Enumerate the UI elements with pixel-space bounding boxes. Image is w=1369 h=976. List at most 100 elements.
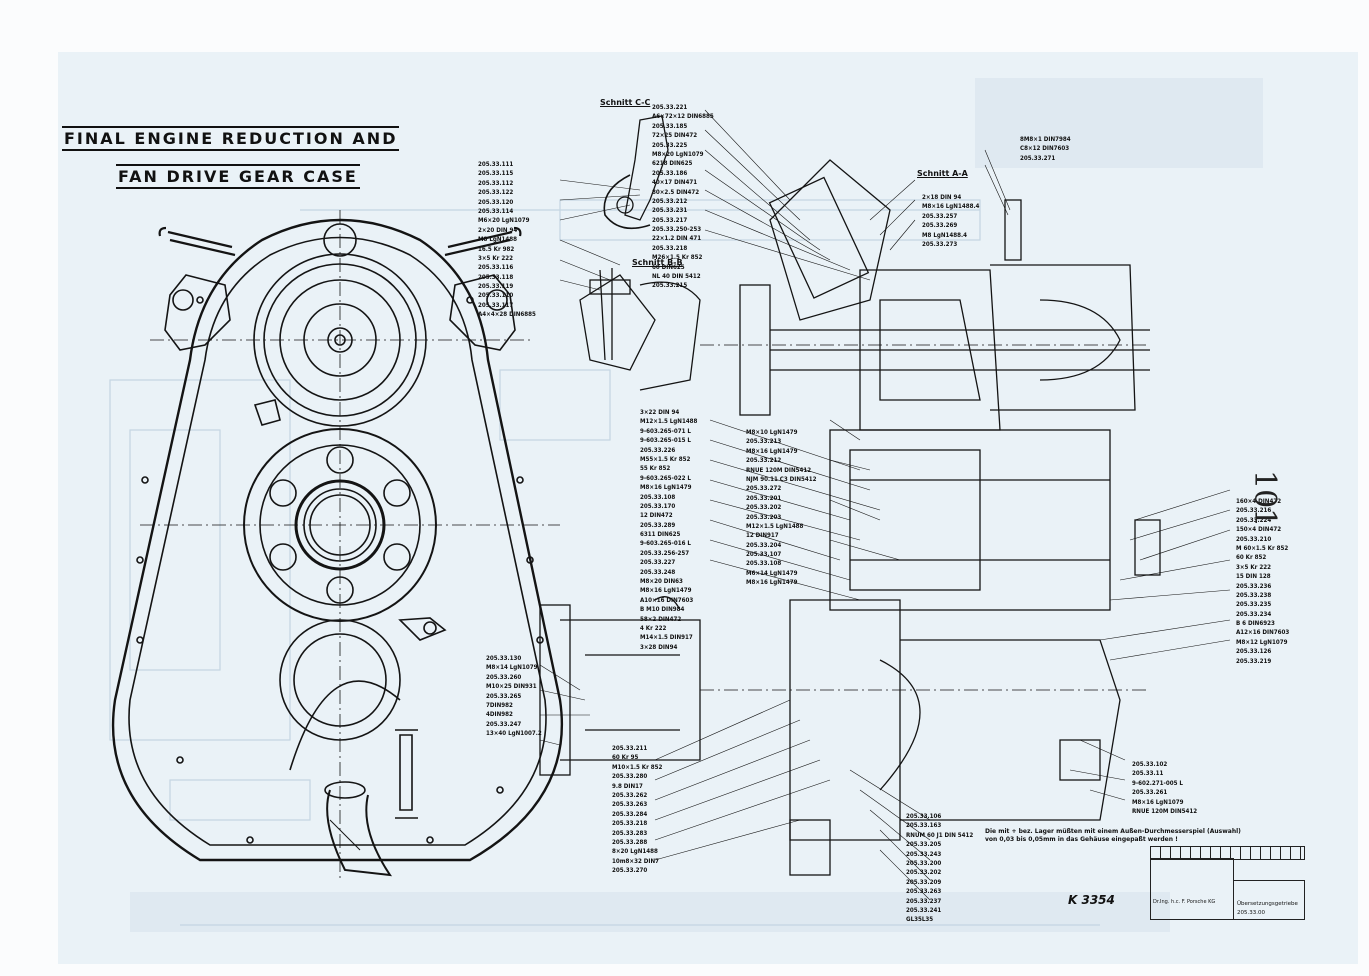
part-label: 9-602.271-005 L [1132, 779, 1183, 787]
part-label: A10×16 DIN7603 [640, 596, 694, 604]
part-label: 205.33.163 [906, 822, 942, 830]
part-label: M8×16 LgN1479 [746, 579, 798, 587]
part-label: 205.33.288 [612, 838, 648, 846]
part-label: 205.33.217 [652, 216, 688, 224]
section-c-detail [603, 115, 669, 230]
part-label: 205.33.269 [922, 222, 958, 230]
part-label: 205.33.256-257 [640, 549, 690, 557]
part-label: 205.33.115 [478, 170, 514, 178]
part-label: 205.33.110 [478, 292, 514, 300]
part-label: M 60×1.5 Kr 852 [1236, 544, 1289, 552]
part-label: 205.33.122 [478, 189, 514, 197]
part-label: 6311 DIN625 [640, 531, 681, 539]
part-label: 205.33.270 [612, 867, 648, 875]
part-label: 205.33.237 [906, 897, 942, 905]
part-label: 205.33.212 [746, 457, 782, 465]
part-label: M8×10 LgN1479 [746, 429, 798, 436]
part-label: 160×4 DIN472 [1236, 498, 1282, 505]
part-label: 60 Kr 852 [1236, 554, 1267, 562]
part-label: 205.33.126 [1236, 648, 1272, 656]
part-label: 205.33.203 [746, 513, 782, 521]
part-label: 205.33.211 [612, 745, 648, 752]
labels-lower-mid: 205.33.211 60 Kr 95 M10×1.5 Kr 852 205.3… [612, 744, 662, 875]
part-label: M55×1.5 Kr 852 [640, 455, 691, 463]
part-label: 205.33.231 [652, 207, 688, 215]
part-label: 58×2 DIN472 [640, 615, 682, 623]
part-label: 205.33.200 [906, 859, 942, 867]
part-label: 3×5 Kr 222 [1236, 563, 1271, 571]
part-label: 150×4 DIN472 [1236, 526, 1282, 534]
section-b-detail [579, 268, 701, 391]
part-label: 205.33.238 [1236, 591, 1272, 599]
part-label: 205.33.102 [1132, 761, 1168, 768]
part-label: 205.33.209 [906, 878, 942, 886]
part-label: 205.33.226 [640, 446, 676, 454]
part-label: 9-603.265-016 L [640, 540, 691, 548]
part-label: 205.33.235 [1236, 601, 1272, 609]
part-label: 2×18 DIN 94 [922, 194, 962, 201]
part-label: 205.33.114 [478, 207, 514, 215]
part-label: 205.33.221 [652, 104, 688, 111]
part-label: 13×40 LgN1007.2 [486, 730, 542, 738]
part-label: 3×5 Kr 222 [478, 254, 513, 262]
labels-right: 160×4 DIN472 205.33.216 205.33.224 150×4… [1236, 497, 1289, 666]
leader-lines [539, 109, 1231, 901]
part-label: RNUE 120M DIN5412 [1132, 807, 1198, 815]
part-label: RNUE 120M DIN5412 [746, 466, 812, 474]
part-label: 22×1.2 DIN 471 [652, 235, 702, 243]
part-label: M8 LgN1488 [478, 236, 518, 244]
part-label: M8×14 LgN1079 [486, 664, 538, 672]
part-label: 205.33.106 [906, 813, 942, 820]
part-label: 205.33.112 [478, 179, 514, 187]
bearing-note-line-1: Die mit + bez. Lager müßten mit einem Au… [985, 828, 1241, 835]
part-label: 205.33.107 [746, 551, 782, 559]
title-block: Übersetzungsgetriebe 205.33.00 [1233, 880, 1305, 920]
part-label: 205.33.111 [478, 161, 514, 168]
part-label: 3×22 DIN 94 [640, 409, 680, 416]
part-label: 205.33.234 [1236, 610, 1272, 618]
part-label: 9-603.265-071 L [640, 427, 691, 435]
part-label: 205.33.205 [906, 841, 942, 849]
part-label: M6×14 LgN1479 [746, 569, 798, 577]
part-label: 205.33.119 [478, 283, 514, 291]
part-label: 205.33.289 [640, 521, 676, 529]
part-label: 205.33.117 [478, 301, 514, 309]
title-block-number: 205.33.00 [1237, 910, 1265, 916]
part-label: A6×72×12 DIN6885 [652, 113, 714, 121]
ghost-panel-top-right [975, 78, 1263, 168]
part-label: A12×16 DIN7603 [1236, 629, 1290, 637]
part-label: 205.33.263 [612, 801, 648, 809]
part-label: 205.33.212 [652, 197, 688, 205]
part-label: 205.33.202 [746, 504, 782, 512]
part-label: M8×20 DIN63 [640, 578, 683, 586]
part-label: 205.33.215 [652, 282, 688, 290]
labels-a-right: 8M8×1 DIN7984 C8×12 DIN7603 205.33.271 [1020, 135, 1071, 163]
part-label: 80×2.5 DIN472 [652, 188, 700, 196]
labels-mid-left: 3×22 DIN 94 M12×1.5 LgN1488 9-603.265-07… [640, 408, 697, 652]
part-label: 9-603.265-015 L [640, 437, 691, 445]
part-label: 205.33.260 [486, 673, 522, 681]
labels-a-mid: 2×18 DIN 94 M8×16 LgN1488.4 205.33.257 2… [922, 193, 979, 249]
part-label: 205.33.283 [612, 829, 648, 837]
part-label: 205.33.273 [922, 240, 958, 248]
bearing-note-line-2: von 0,03 bis 0,05mm in das Gehäuse einge… [985, 836, 1178, 843]
part-label: 16.5 Kr 982 [478, 245, 515, 253]
part-label: 205.33.11 [1132, 770, 1164, 778]
part-label: M12×1.5 LgN1488 [746, 522, 804, 530]
labels-bottom-right: 205.33.102 205.33.11 9-602.271-005 L 205… [1132, 760, 1197, 816]
part-label: 40×17 DIN471 [652, 179, 698, 187]
part-label: M12×1.5 LgN1488 [640, 418, 698, 426]
part-label: 205.33.263 [906, 888, 942, 896]
part-label: 205.33.247 [486, 720, 522, 728]
labels-left-lower: 205.33.130 M8×14 LgN1079 205.33.260 M10×… [486, 654, 542, 739]
section-a-housing [140, 159, 1161, 880]
part-label: A4×4×28 DIN6885 [478, 311, 536, 319]
part-label: 72×25 DIN472 [652, 132, 698, 140]
part-label: 205.33.272 [746, 485, 782, 493]
section-label-a: Schnitt A-A [917, 169, 968, 178]
part-label: 205.33.210 [1236, 535, 1272, 543]
part-label: 205.33.170 [640, 502, 676, 510]
part-label: 205.33.108 [746, 560, 782, 568]
part-label: 3×28 DIN94 [640, 643, 678, 651]
